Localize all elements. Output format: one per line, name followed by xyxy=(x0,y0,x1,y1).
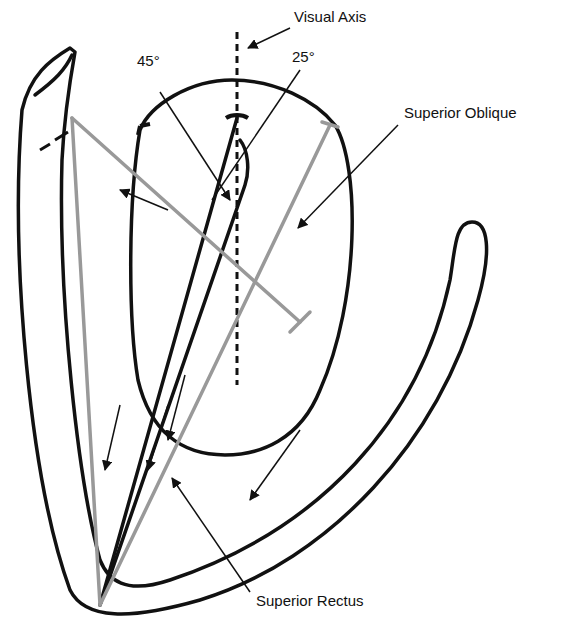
superior-oblique-muscle xyxy=(72,118,338,605)
figure-label: 45° xyxy=(135,52,162,69)
orbit-rim xyxy=(35,55,72,95)
superior-rectus-muscle xyxy=(100,118,248,605)
force-arrows xyxy=(105,190,300,500)
angle-lines xyxy=(160,70,300,200)
trochlea-mark xyxy=(40,132,68,150)
figure-label: Visual Axis xyxy=(292,8,368,25)
orbit-outline xyxy=(19,48,487,614)
figure-label: 25° xyxy=(290,48,317,65)
figure-label: Superior Rectus xyxy=(254,592,366,609)
leader-lines xyxy=(172,28,398,592)
figure-label: Superior Oblique xyxy=(402,104,519,121)
orbit-wall xyxy=(19,48,487,614)
